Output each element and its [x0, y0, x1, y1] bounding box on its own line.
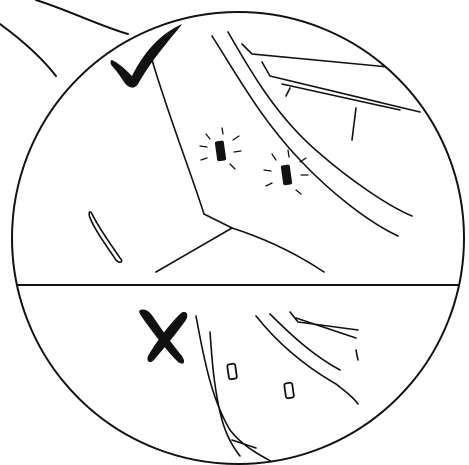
leader-line-inner [0, 24, 56, 76]
indicator-light-off [227, 364, 237, 380]
leader-line-outer [36, 0, 128, 34]
indicator-light-off [284, 383, 294, 399]
magnifier-circle [12, 12, 464, 464]
